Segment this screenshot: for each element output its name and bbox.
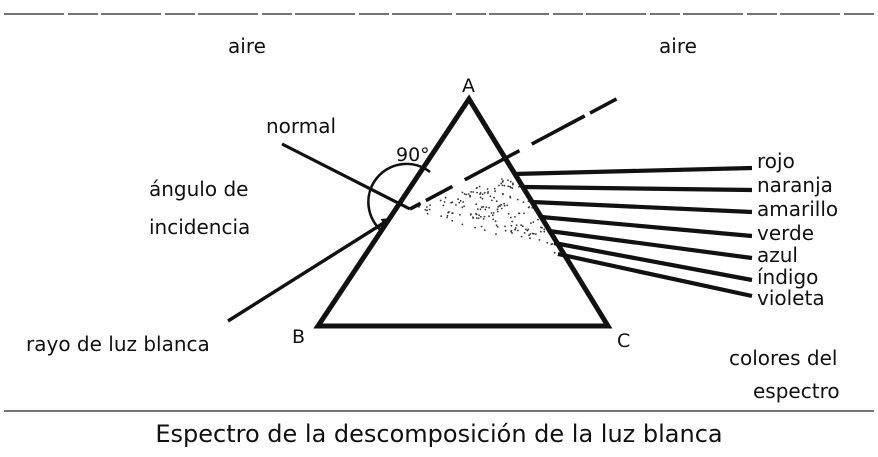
incidence-label-line2: incidencia (149, 215, 250, 239)
vertex-a-label: A (462, 75, 475, 97)
air-right-label: aire (659, 34, 697, 58)
white-ray-arrow (227, 217, 392, 323)
color-label: índigo (757, 265, 818, 289)
color-labels: rojo naranja amarillo verde azul índigo … (757, 149, 838, 310)
spectrum-label-line2: espectro (753, 379, 840, 403)
angle-value-label: 90° (396, 144, 430, 166)
ray-indigo (553, 240, 753, 283)
figure-caption: Espectro de la descomposición de la luz … (155, 420, 722, 448)
vertex-b-label: B (292, 326, 305, 348)
ray-extension-dashed (409, 94, 623, 211)
spectrum-label-line1: colores del (729, 346, 837, 370)
incidence-label-line1: ángulo de (149, 177, 248, 201)
ray-violeta (557, 251, 753, 299)
color-label: violeta (757, 286, 825, 310)
ray-amarillo (531, 199, 753, 215)
ray-verde (540, 214, 753, 239)
air-left-label: aire (228, 34, 266, 58)
ray-naranja (522, 184, 753, 193)
spectrum-rays (512, 165, 753, 299)
dispersion-stipple (418, 178, 556, 254)
color-label: naranja (757, 173, 833, 197)
vertex-c-label: C (617, 330, 630, 352)
prism-triangle (313, 94, 613, 329)
ray-rojo (512, 165, 753, 177)
normal-label: normal (266, 114, 336, 138)
angle-arc (367, 162, 431, 234)
color-label: verde (757, 221, 814, 245)
white-ray-label: rayo de luz blanca (26, 332, 210, 356)
normal-line (281, 142, 411, 211)
color-label: amarillo (757, 197, 838, 221)
color-label: azul (757, 243, 798, 267)
ray-azul (548, 228, 753, 261)
color-label: rojo (757, 149, 795, 173)
